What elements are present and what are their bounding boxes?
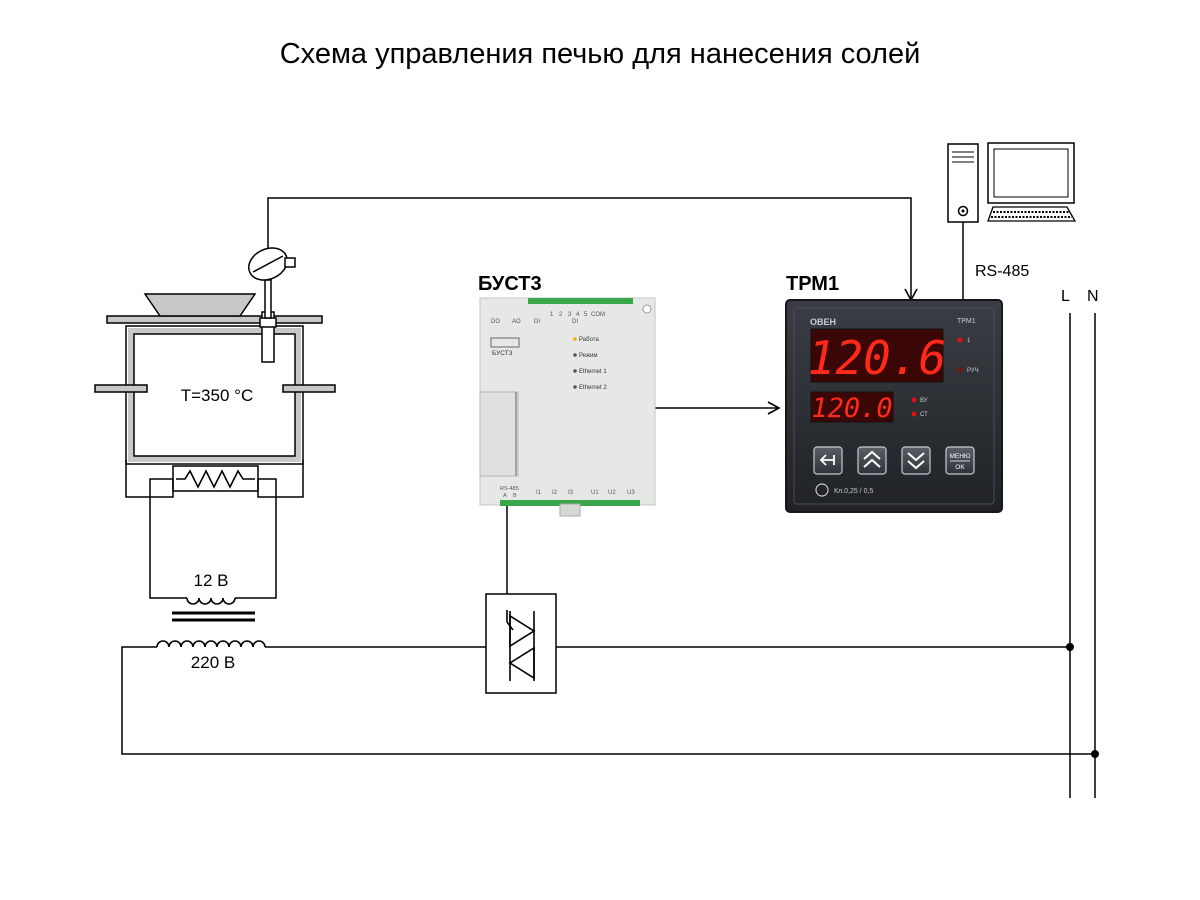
svg-text:Ethernet 2: Ethernet 2 bbox=[579, 385, 607, 391]
svg-text:OK: OK bbox=[955, 464, 965, 471]
double-chevron-down-icon bbox=[907, 452, 925, 470]
computer-icon bbox=[947, 142, 1077, 223]
setpoint-display bbox=[810, 391, 894, 423]
indicator-label: РУЧ bbox=[967, 368, 979, 374]
svg-text:I2: I2 bbox=[552, 490, 558, 496]
furnace: T=350 °C bbox=[94, 293, 336, 465]
brand-logo-icon: ОВЕН bbox=[810, 317, 836, 327]
heater-resistor-icon bbox=[172, 465, 259, 492]
indicator-label: СТ bbox=[920, 412, 928, 418]
thermocouple-icon bbox=[248, 247, 296, 363]
svg-text:AO: AO bbox=[512, 319, 521, 325]
accuracy-class-label: Кл.0,25 / 0,5 bbox=[834, 488, 873, 495]
back-button[interactable] bbox=[813, 446, 843, 475]
bust3-module: БУСТ3 DO AO DI 1 2 3 4 5 COM DI БУСТ3 Ра… bbox=[478, 273, 656, 517]
svg-text:DI: DI bbox=[534, 319, 540, 325]
wires bbox=[121, 197, 1096, 798]
neutral-label: N bbox=[1087, 288, 1099, 305]
junction-dot bbox=[1091, 750, 1099, 758]
top-terminal-block bbox=[528, 298, 633, 304]
svg-text:5: 5 bbox=[584, 312, 588, 318]
svg-text:B: B bbox=[513, 493, 517, 499]
oven-logo-icon bbox=[490, 337, 520, 348]
certification-mark-icon bbox=[815, 483, 829, 497]
svg-text:COM: COM bbox=[591, 312, 605, 318]
rs485-label: RS-485 bbox=[975, 263, 1029, 280]
hopper-icon bbox=[143, 293, 257, 317]
indicator-label: 1 bbox=[967, 338, 971, 344]
triac-icon bbox=[485, 593, 557, 694]
svg-text:RS-485: RS-485 bbox=[500, 486, 519, 492]
primary-voltage-label: 220 В bbox=[191, 653, 235, 672]
line-phase-label: L bbox=[1061, 288, 1070, 305]
svg-text:I1: I1 bbox=[536, 490, 542, 496]
bust3-heading: БУСТ3 bbox=[478, 273, 542, 295]
svg-text:3: 3 bbox=[568, 312, 572, 318]
svg-text:БУСТ3: БУСТ3 bbox=[492, 350, 513, 357]
svg-text:U1: U1 bbox=[591, 490, 599, 496]
page-title: Схема управления печью для нанесения сол… bbox=[279, 38, 921, 70]
bottom-terminal-block bbox=[500, 500, 640, 506]
trm1-model-label: ТРМ1 bbox=[957, 318, 976, 325]
svg-text:A: A bbox=[503, 493, 507, 499]
svg-text:I3: I3 bbox=[568, 490, 574, 496]
svg-text:DO: DO bbox=[491, 319, 500, 325]
svg-text:4: 4 bbox=[576, 312, 580, 318]
setpoint-display-value: 120.0 bbox=[811, 393, 892, 424]
trm1-controller: ТРМ1 ОВЕН ТРМ1 120.6 120.0 1 РУЧ ВУ СТ bbox=[785, 273, 1003, 513]
double-chevron-up-icon bbox=[863, 450, 881, 468]
trm1-heading: ТРМ1 bbox=[786, 273, 839, 295]
svg-text:Ethernet 1: Ethernet 1 bbox=[579, 369, 607, 375]
indicator-label: ВУ bbox=[920, 398, 928, 404]
down-button[interactable] bbox=[901, 446, 931, 475]
return-arrow-icon bbox=[819, 454, 834, 466]
svg-text:Режим: Режим bbox=[579, 353, 598, 359]
svg-text:1: 1 bbox=[550, 312, 554, 318]
svg-text:U2: U2 bbox=[608, 490, 616, 496]
svg-text:DI: DI bbox=[572, 319, 578, 325]
furnace-temperature: T=350 °C bbox=[181, 386, 253, 405]
up-button[interactable] bbox=[857, 446, 887, 475]
svg-text:МЕНЮ: МЕНЮ bbox=[949, 453, 970, 460]
transformer-icon: 12 В 220 В bbox=[156, 571, 266, 672]
main-display-value: 120.6 bbox=[808, 331, 946, 385]
menu-ok-button[interactable]: МЕНЮ OK bbox=[945, 446, 975, 475]
main-display bbox=[810, 328, 944, 383]
svg-text:2: 2 bbox=[559, 312, 563, 318]
svg-text:Работа: Работа bbox=[579, 337, 599, 343]
svg-text:U3: U3 bbox=[627, 490, 635, 496]
secondary-voltage-label: 12 В bbox=[194, 571, 229, 590]
junction-dot bbox=[1066, 643, 1074, 651]
